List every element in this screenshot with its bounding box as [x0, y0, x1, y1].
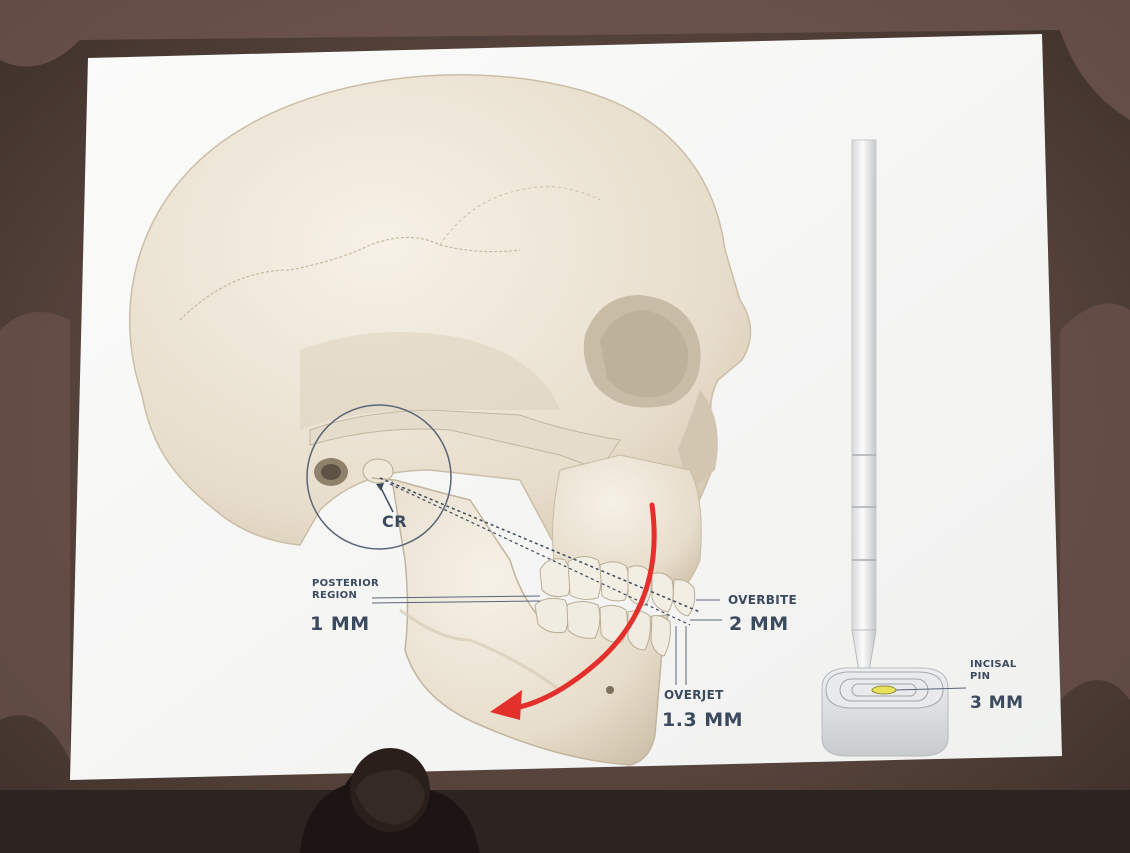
incisal-pin-label-line2: PIN [970, 671, 990, 682]
incisal-pin-icon [852, 140, 876, 690]
overjet-value: 1.3 MM [662, 709, 743, 731]
wall-left-shading [0, 312, 70, 760]
posterior-region-label-line1: POSTERIOR [312, 578, 379, 589]
incisal-pin-label-line1: INCISAL [970, 659, 1017, 670]
wall-right-shading [1060, 303, 1130, 700]
posterior-region-value: 1 MM [310, 613, 370, 635]
mental-foramen [606, 686, 614, 694]
incisal-pin-value: 3 MM [970, 692, 1024, 714]
overbite-label: OVERBITE [728, 595, 797, 606]
ear-canal-inner [321, 464, 341, 480]
floor-band [0, 790, 1130, 853]
cr-label: CR [382, 512, 407, 531]
overjet-label: OVERJET [664, 690, 724, 701]
incisal-table [822, 668, 948, 756]
posterior-region-label-line2: REGION [312, 590, 357, 601]
overbite-value: 2 MM [729, 613, 789, 635]
